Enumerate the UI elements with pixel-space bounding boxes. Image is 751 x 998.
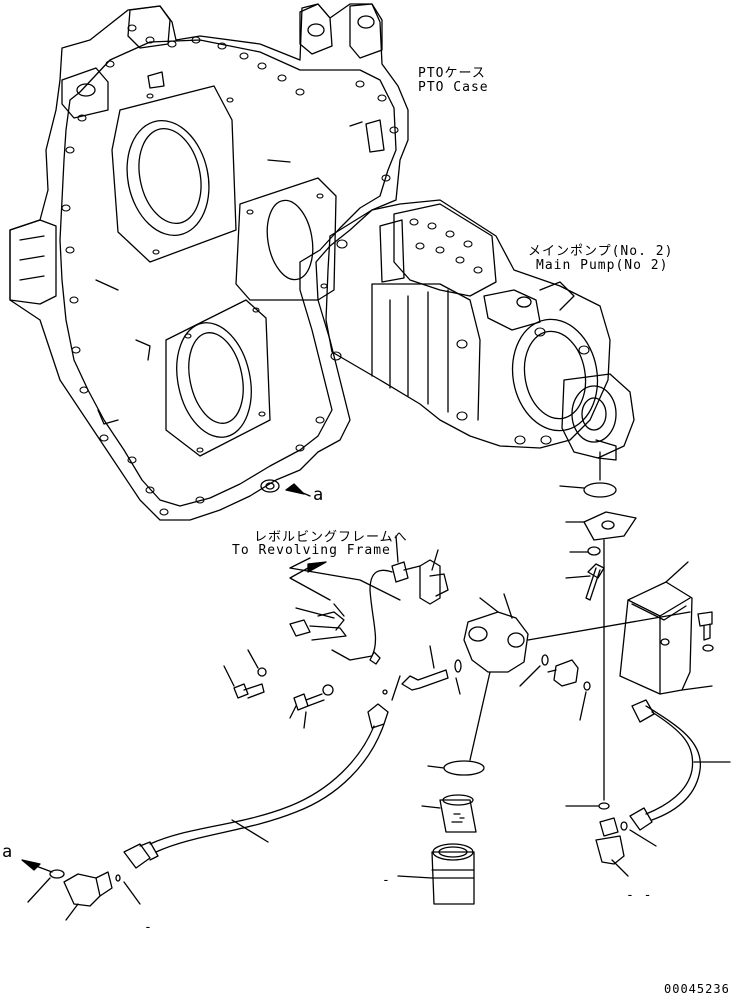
left-elbow <box>27 869 141 921</box>
arrow-a-lower <box>21 859 41 871</box>
revolving-frame-label-jp: レボルビングフレームへ <box>254 530 408 545</box>
filter-bolt <box>401 669 449 691</box>
right-column-parts <box>559 482 637 810</box>
pto-case-label-jp: PTOケース <box>418 66 486 81</box>
main-pump-label-jp: メインポンプ(No. 2) <box>528 244 674 259</box>
pto-case-housing <box>9 3 409 521</box>
straight-fitting <box>553 659 579 687</box>
filter-head <box>463 593 691 673</box>
right-elbow <box>595 817 657 877</box>
pto-case-label-en: PTO Case <box>418 80 489 95</box>
split-flange <box>583 511 637 541</box>
right-hose <box>629 699 731 831</box>
ref-a-lower: a <box>2 842 14 862</box>
o-ring <box>583 482 617 498</box>
dash-label-2: - <box>382 873 391 888</box>
filter-element <box>439 799 477 833</box>
filter-gasket <box>443 760 485 776</box>
bolt <box>585 563 605 601</box>
filter-case <box>431 851 475 905</box>
filter-washer <box>454 659 462 673</box>
revolving-frame-label-en: To Revolving Frame <box>232 543 391 558</box>
dash-label-1: - <box>144 920 153 935</box>
dash-label-3: - - <box>626 888 653 903</box>
main-pump <box>325 199 635 461</box>
ref-a-upper: a <box>313 485 325 505</box>
washer <box>587 546 601 556</box>
drawing-number: 00045236 <box>664 982 730 996</box>
bracket <box>619 561 714 695</box>
arrow-revolving <box>307 561 327 573</box>
main-pump-label-en: Main Pump(No 2) <box>536 258 669 273</box>
left-hose <box>123 703 389 869</box>
sensor-harness <box>223 535 449 729</box>
